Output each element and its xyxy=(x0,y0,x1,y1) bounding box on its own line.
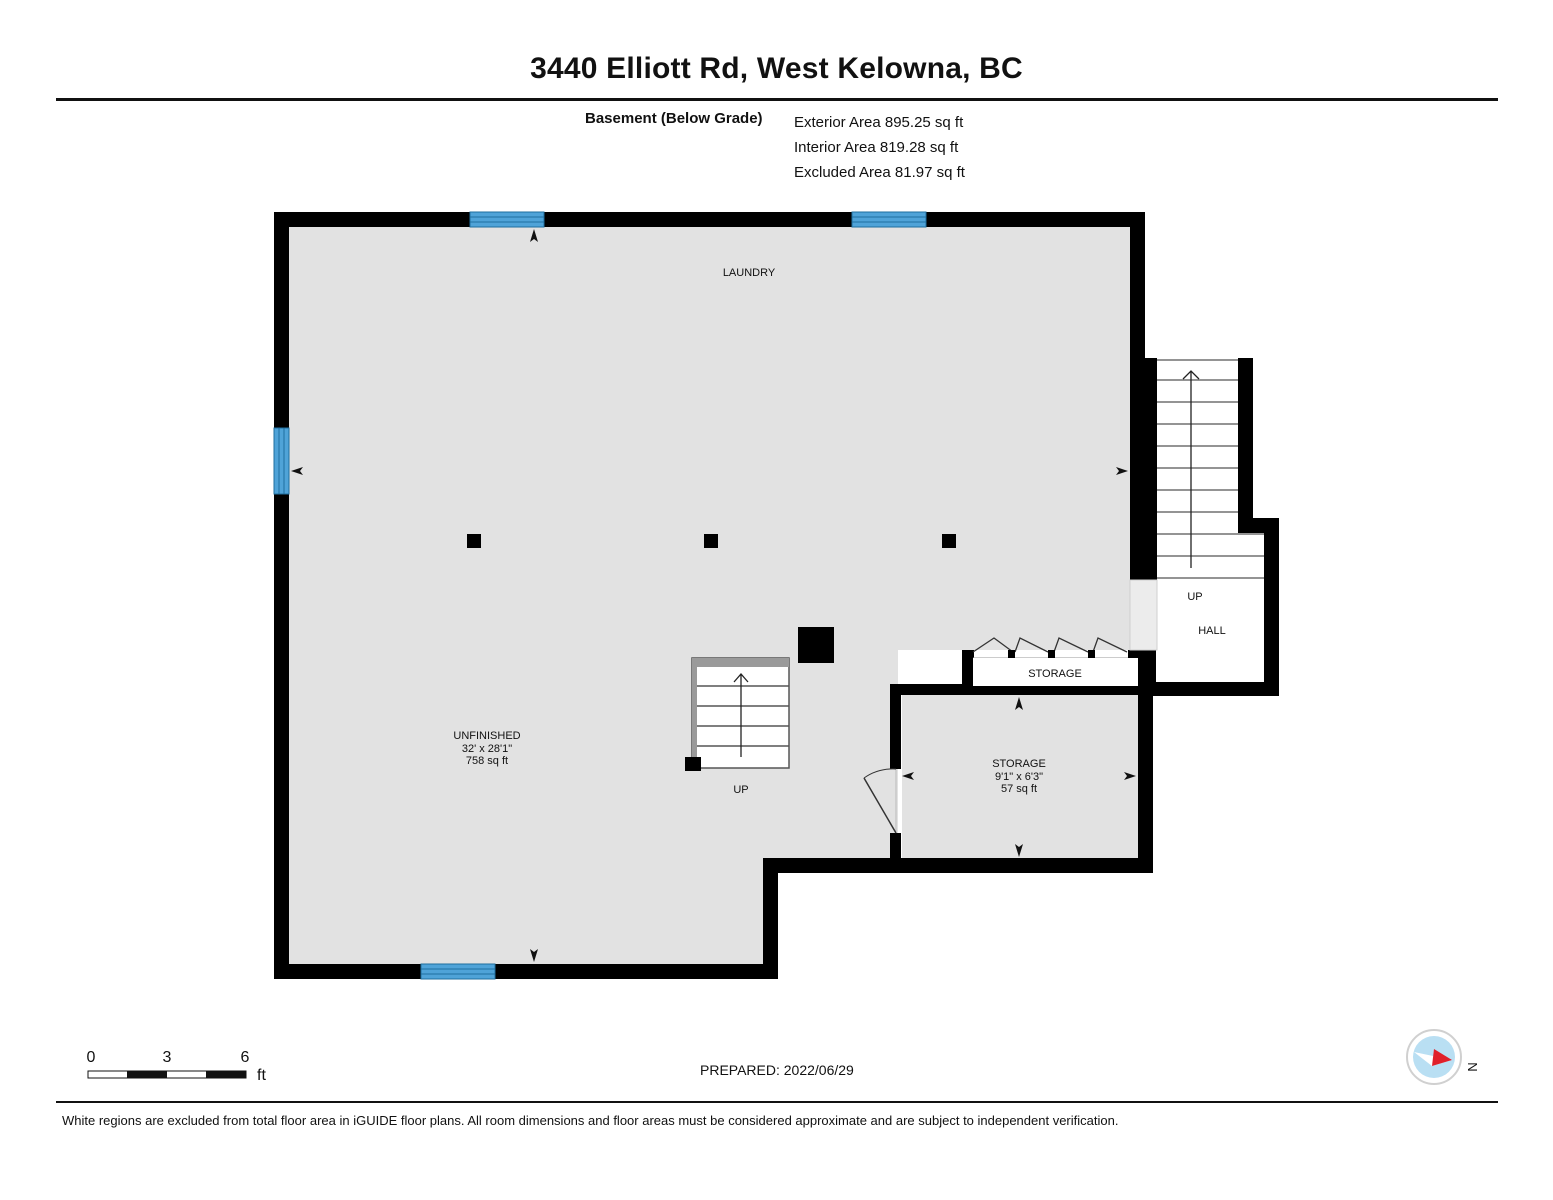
storage-door xyxy=(863,768,897,834)
scale-unit: ft xyxy=(257,1067,266,1084)
scale-tick-0: 0 xyxy=(87,1049,96,1066)
view-markers xyxy=(291,229,1136,962)
stair-label-hall: UP xyxy=(1187,591,1202,603)
hall-staircase xyxy=(1129,359,1264,651)
compass-north-label: N xyxy=(1465,1062,1480,1071)
window-top-left xyxy=(469,211,545,228)
support-columns xyxy=(467,534,956,663)
area-summary: Exterior Area 895.25 sq ft Interior Area… xyxy=(794,110,965,185)
windows xyxy=(273,211,927,980)
main-floor xyxy=(289,227,1130,965)
room-dims-unfinished: 32' x 28'1" xyxy=(462,743,512,755)
footer-divider xyxy=(56,1101,1498,1103)
window-top-right xyxy=(851,211,927,228)
scale-tick-3: 3 xyxy=(163,1049,172,1066)
scale-bar: 0 3 6 ft xyxy=(87,1049,267,1084)
room-area-storage: 57 sq ft xyxy=(1001,783,1037,795)
interior-area: Interior Area 819.28 sq ft xyxy=(794,139,959,156)
compass-icon: N xyxy=(1406,1029,1480,1085)
room-label-hall: HALL xyxy=(1198,625,1226,637)
chimney-block xyxy=(798,627,834,663)
page-title: 3440 Elliott Rd, West Kelowna, BC xyxy=(530,52,1023,85)
exterior-area: Exterior Area 895.25 sq ft xyxy=(794,114,964,131)
storage-room-floor xyxy=(902,695,1138,858)
scale-tick-6: 6 xyxy=(241,1049,250,1066)
room-label-unfinished: UNFINISHED xyxy=(453,730,520,742)
room-area-unfinished: 758 sq ft xyxy=(466,755,508,767)
prepared-date: PREPARED: 2022/06/29 xyxy=(700,1062,854,1078)
level-label: Basement (Below Grade) xyxy=(585,110,763,127)
header-divider xyxy=(56,98,1498,101)
room-label-storage: STORAGE xyxy=(992,758,1046,770)
window-bottom xyxy=(420,963,496,980)
room-label-laundry: LAUNDRY xyxy=(723,267,776,279)
main-staircase xyxy=(685,657,790,771)
room-label-storage-closet: STORAGE xyxy=(1028,668,1082,680)
window-left xyxy=(273,427,290,495)
disclaimer-text: White regions are excluded from total fl… xyxy=(62,1113,1119,1128)
stair-label-main: UP xyxy=(733,784,748,796)
excluded-area: Excluded Area 81.97 sq ft xyxy=(794,164,965,181)
storage-closet-floor xyxy=(973,658,1138,686)
room-dims-storage: 9'1" x 6'3" xyxy=(995,771,1043,783)
